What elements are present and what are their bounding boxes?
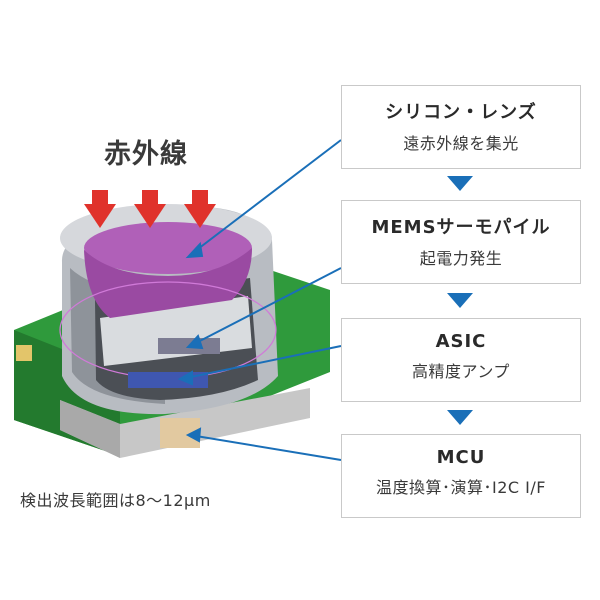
step-box-silicon-lens: シリコン・レンズ 遠赤外線を集光 <box>341 85 581 169</box>
step-box-asic: ASIC 高精度アンプ <box>341 318 581 402</box>
leader-lines <box>177 139 342 461</box>
leader-line-mems <box>193 267 342 345</box>
flow-arrow-down-2 <box>447 293 473 308</box>
flow-arrow-down-1 <box>447 176 473 191</box>
leader-line-asic <box>185 345 342 379</box>
leader-line-mcu <box>195 435 342 461</box>
infrared-arrow-2 <box>134 190 166 228</box>
step-title: ASIC <box>435 331 487 352</box>
step-subtitle: 高精度アンプ <box>412 362 510 381</box>
asic-chip <box>128 372 208 388</box>
infrared-arrows <box>84 190 216 228</box>
infrared-heading: 赤外線 <box>104 139 188 170</box>
wavelength-caption: 検出波長範囲は8～12μm <box>20 491 211 510</box>
infrared-arrow-1 <box>84 190 116 228</box>
step-box-mems-thermopile: MEMSサーモパイル 起電力発生 <box>341 200 581 284</box>
step-subtitle: 温度換算･演算･I2C I/F <box>376 478 546 497</box>
step-title: MEMSサーモパイル <box>371 217 551 238</box>
step-subtitle: 遠赤外線を集光 <box>403 134 519 153</box>
step-box-mcu: MCU 温度換算･演算･I2C I/F <box>341 434 581 518</box>
step-subtitle: 起電力発生 <box>419 249 503 268</box>
step-title: シリコン・レンズ <box>385 102 537 123</box>
step-title: MCU <box>436 447 486 468</box>
flow-arrow-down-3 <box>447 410 473 425</box>
leader-line-lens <box>193 139 342 253</box>
infrared-arrow-3 <box>184 190 216 228</box>
